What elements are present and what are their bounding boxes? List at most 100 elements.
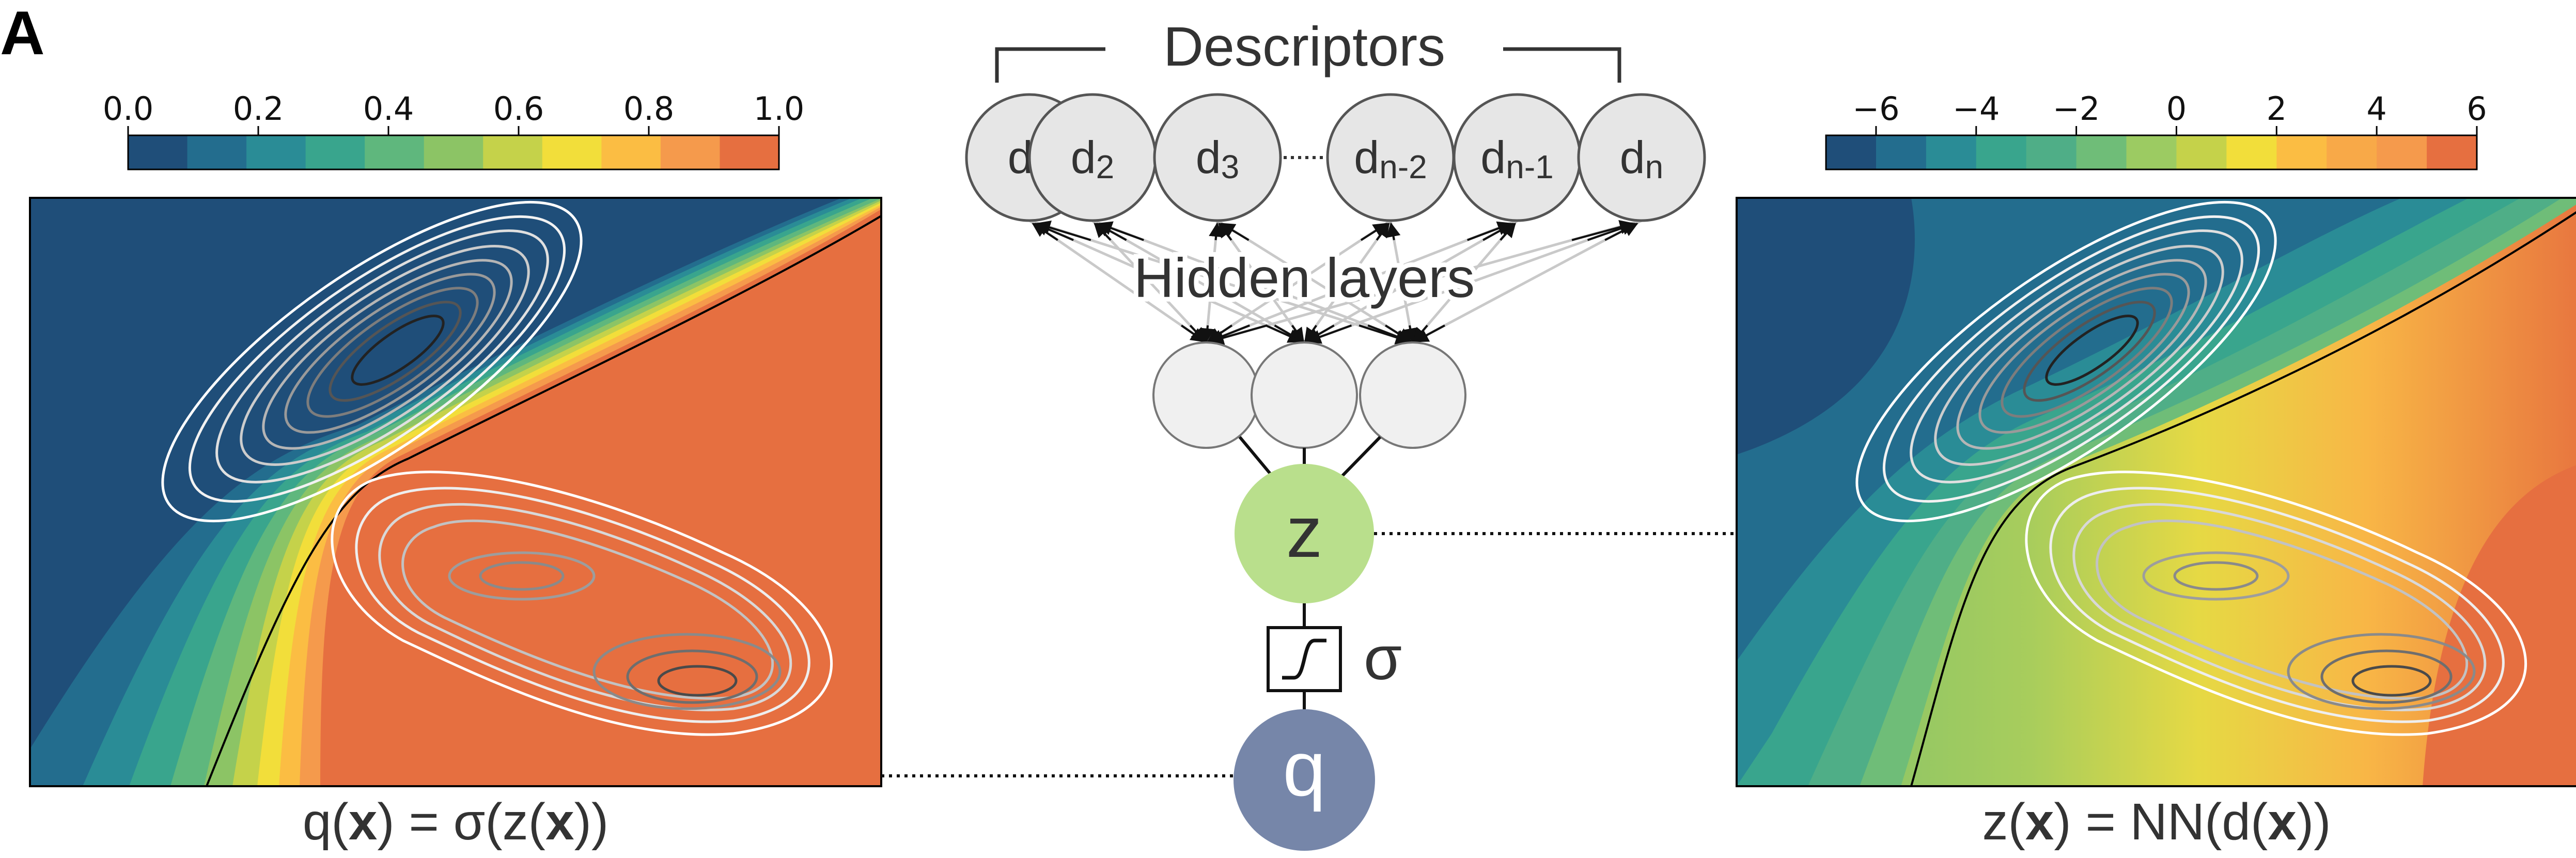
right-colorbar-tick-label: 6: [2466, 90, 2487, 128]
weight-line: [1206, 219, 1642, 344]
input-arrow: [1220, 223, 1250, 241]
right-plot-frame: [1736, 197, 2576, 787]
right-colorbar-cell: [2276, 135, 2327, 169]
hidden-arrow: [1403, 325, 1417, 343]
right-colorbar-cell: [2076, 135, 2127, 169]
hidden-arrow: [1413, 324, 1445, 342]
descriptor-label: dn: [1620, 132, 1664, 185]
descriptor-hidden-connections: [1028, 219, 1643, 345]
panel-letter: A: [0, 0, 45, 68]
weight-line: [1304, 219, 1642, 344]
left-committor-plot: [30, 198, 881, 786]
weight-line: [1412, 220, 1518, 344]
right-colorbar-tick-label: −4: [1953, 90, 2000, 128]
input-arrow: [1036, 220, 1091, 241]
input-arrow: [1097, 221, 1144, 241]
q-node-label: q: [1283, 725, 1325, 812]
weight-line: [1205, 220, 1219, 343]
left-colorbar-tick-label: 0.6: [493, 90, 544, 128]
z-node: [1235, 464, 1374, 603]
hidden-arrow: [1200, 325, 1215, 343]
left-basin-a-contours: [161, 200, 583, 523]
input-arrow: [1209, 222, 1224, 240]
weight-line: [1216, 219, 1414, 344]
weight-line: [1028, 219, 1207, 344]
weight-line: [1303, 220, 1392, 344]
left-plot-frame: [29, 197, 882, 787]
right-colorbar-cell: [2226, 135, 2277, 169]
weight-line: [1389, 220, 1414, 343]
left-colorbar-cell: [660, 135, 721, 169]
right-basin-b-contours: [2025, 471, 2527, 736]
descriptor-label: dn-1: [1480, 132, 1553, 185]
right-colorbar-tick-label: −2: [2053, 90, 2100, 128]
right-band-minus-4: [1737, 198, 2402, 661]
weight-line: [1091, 220, 1207, 344]
right-basin-a-contours: [1855, 200, 2277, 523]
input-arrow: [1386, 222, 1401, 241]
right-colorbar-cell: [2377, 135, 2427, 169]
hidden-node: [1359, 341, 1466, 449]
right-colorbar-tick-label: 4: [2366, 90, 2386, 128]
right-isocommittor-line: [1910, 211, 2576, 786]
right-colorbar-cells: [1826, 135, 2477, 169]
left-caption: q(x) = σ(z(x)): [303, 793, 608, 851]
weight-line: [1412, 219, 1643, 344]
left-colorbar-cell: [128, 135, 188, 169]
weight-line: [1206, 219, 1518, 344]
hidden-arrow: [1306, 324, 1352, 344]
sigma-label: σ: [1364, 623, 1402, 693]
hidden-nodes: [1152, 341, 1466, 449]
right-colorbar-cell: [1976, 135, 2027, 169]
weight-line: [1029, 219, 1413, 344]
input-arrow: [1571, 220, 1634, 241]
hidden-arrow: [1290, 324, 1304, 343]
hidden-node: [1152, 341, 1260, 449]
right-colorbar-tick-label: 0: [2166, 90, 2187, 128]
right-colorbar-cell: [2176, 135, 2227, 169]
right-band-6: [2423, 465, 2576, 786]
descriptor-label: d2: [1071, 132, 1115, 185]
right-colorbar: −6 −4 −2 0 2 4 6: [1825, 90, 2487, 170]
hidden-arrow: [1209, 324, 1268, 345]
weight-line: [1216, 220, 1306, 344]
left-colorbar-tick-label: 0.8: [623, 90, 675, 128]
right-colorbar-cell: [2126, 135, 2177, 169]
descriptor-node: [1577, 93, 1706, 222]
left-colorbar-cell: [424, 135, 483, 169]
hidden-node: [1251, 341, 1358, 449]
left-colorbar-cell: [246, 135, 306, 169]
left-isocommittor-line: [206, 215, 881, 786]
left-colorbar-tick-label: 0.0: [103, 90, 154, 128]
left-colorbar-cell: [365, 135, 425, 169]
left-colorbar-frame: [127, 134, 780, 170]
descriptor-label: dn-2: [1354, 132, 1427, 185]
input-arrow: [1500, 222, 1516, 241]
neural-network-diagram: Descriptors Hidden layers d1d2d3dn-2dn-1…: [965, 15, 1706, 851]
left-colorbar-cell: [720, 135, 779, 169]
right-colorbar-ticks: −6 −4 −2 0 2 4 6: [1852, 90, 2487, 135]
left-colorbar-tick-label: 0.2: [233, 90, 284, 128]
weight-line: [1303, 219, 1518, 344]
left-colorbar-cell: [305, 135, 365, 169]
descriptors-label: Descriptors: [1163, 15, 1445, 77]
q-node: [1234, 709, 1375, 851]
right-colorbar-cell: [1826, 135, 1877, 169]
right-colorbar-tick-label: 2: [2267, 90, 2287, 128]
right-colorbar-cell: [1926, 135, 1977, 169]
left-colorbar-cell: [601, 135, 661, 169]
right-caption: z(x) = NN(d(x)): [1982, 793, 2331, 851]
weight-line: [1205, 219, 1392, 344]
descriptors-bracket-left: [995, 47, 1105, 83]
right-colorbar-cell: [2327, 135, 2377, 169]
right-colorbar-cell: [2026, 135, 2077, 169]
left-colorbar-cell: [187, 135, 247, 169]
left-colorbar-tick-label: 1.0: [754, 90, 805, 128]
left-basin-b-contours: [331, 471, 833, 736]
right-z-plot: [1737, 198, 2576, 786]
right-colorbar-cell: [1876, 135, 1927, 169]
descriptor-nodes: d1d2d3dn-2dn-1dn: [965, 93, 1706, 222]
right-colorbar-tick-label: −6: [1852, 90, 1899, 128]
right-band-minus-6: [1737, 198, 1915, 455]
